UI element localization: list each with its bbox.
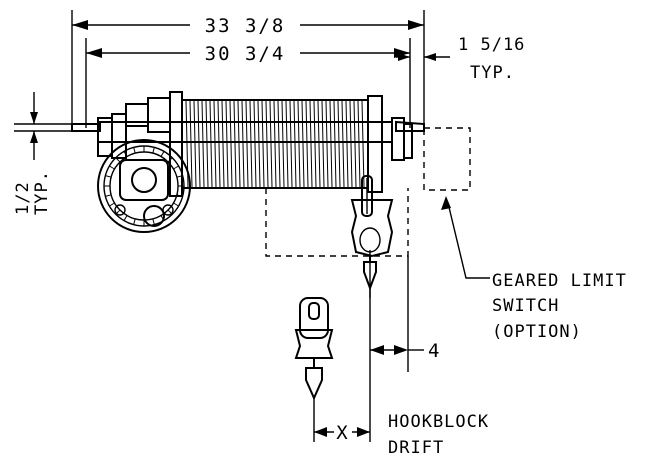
motor-fin-line <box>152 147 155 154</box>
drum-groove-line <box>189 100 193 188</box>
drum-groove-line <box>265 100 269 188</box>
drum-grooves <box>185 100 365 188</box>
drum-groove-line <box>241 100 245 188</box>
motor-fin-line <box>173 202 179 207</box>
drum-groove-line <box>285 100 289 188</box>
drum-groove-line <box>325 100 329 188</box>
drum-groove-line <box>337 100 341 188</box>
motor-cooling-fins <box>104 146 184 226</box>
drum-groove-line <box>229 100 233 188</box>
drum-groove-line <box>353 100 357 188</box>
limit-switch-line2: SWITCH <box>492 296 559 316</box>
drum-groove-line <box>237 100 241 188</box>
motor-fin-line <box>123 151 128 157</box>
drift-label: X <box>336 422 349 444</box>
drum-groove-line <box>341 100 345 188</box>
drum-groove-line <box>289 100 293 188</box>
drum-groove-line <box>201 100 205 188</box>
drum-groove-line <box>217 100 221 188</box>
drum-groove-line <box>281 100 285 188</box>
hookblock-upper <box>350 175 394 442</box>
motor-fin-line <box>115 157 121 163</box>
right-drum-flange <box>367 95 383 193</box>
motor-fin-line <box>115 209 121 215</box>
drum-groove-line <box>197 100 201 188</box>
drum-groove-line <box>345 100 349 188</box>
drum-groove-line <box>233 100 237 188</box>
overall-width-dimension: 33 3/8 <box>72 15 424 37</box>
drum-groove-line <box>357 100 361 188</box>
vertical-offset-label: 1/2 <box>13 181 33 215</box>
drift-dimension: X <box>314 422 370 444</box>
drum-groove-line <box>301 100 305 188</box>
motor-fin-line <box>152 218 155 225</box>
limit-switch-line3: (OPTION) <box>492 322 582 342</box>
drum-groove-line <box>213 100 217 188</box>
limit-switch-line1: GEARED LIMIT <box>492 271 627 291</box>
drum-groove-line <box>329 100 333 188</box>
vertical-offset-note: TYP. <box>32 170 52 215</box>
drum-width-label: 30 3/4 <box>205 43 286 65</box>
motor-fin-line <box>160 215 165 221</box>
drum-groove-line <box>269 100 273 188</box>
drum-groove-line <box>221 100 225 188</box>
limit-switch-callout: GEARED LIMIT SWITCH (OPTION) <box>492 271 627 342</box>
motor-fin-line <box>176 194 183 197</box>
drum-groove-line <box>361 100 365 188</box>
hookblock-drifted <box>294 297 334 442</box>
drum-groove-line <box>273 100 277 188</box>
drum-groove-line <box>313 100 317 188</box>
drum-groove-line <box>257 100 261 188</box>
hookblock-line1: HOOKBLOCK <box>388 412 489 432</box>
drum-groove-line <box>225 100 229 188</box>
overall-width-label: 33 3/8 <box>205 15 286 37</box>
hook-offset-dimension: 4 <box>370 256 441 372</box>
drum-groove-line <box>209 100 213 188</box>
drum-groove-line <box>249 100 253 188</box>
drum <box>181 99 369 189</box>
motor-fin-line <box>133 218 136 225</box>
drum-groove-line <box>193 100 197 188</box>
drum-groove-line <box>317 100 321 188</box>
drum-groove-line <box>349 100 353 188</box>
motor-fin-line <box>109 165 115 170</box>
hookblock-drift-callout: HOOKBLOCK DRIFT <box>388 412 489 458</box>
hidden-frame-outline <box>265 188 409 257</box>
motor-fin-line <box>123 215 128 221</box>
geared-limit-switch-box <box>423 127 490 279</box>
drum-groove-line <box>297 100 301 188</box>
drum-groove-line <box>253 100 257 188</box>
left-drum-flange <box>125 91 183 197</box>
motor-fin-line <box>173 165 179 170</box>
drum-groove-line <box>309 100 313 188</box>
drum-width-dimension: 30 3/4 <box>86 43 410 65</box>
drum-groove-line <box>333 100 337 188</box>
motor-fin-line <box>105 175 112 178</box>
motor-fin-line <box>133 147 136 154</box>
end-offset-dimension: 1 5/16 TYP. <box>396 35 525 83</box>
motor-fin-line <box>167 209 173 215</box>
vertical-offset-dimension: 1/2 TYP. <box>13 92 100 215</box>
motor-fin-line <box>167 157 173 163</box>
drum-groove-line <box>245 100 249 188</box>
end-offset-label: 1 5/16 <box>458 35 525 55</box>
motor-fin-line <box>176 175 183 178</box>
motor-fin-line <box>160 151 165 157</box>
base-rail <box>71 120 425 143</box>
right-end-plate <box>391 117 413 161</box>
motor-fin-line <box>105 194 112 197</box>
drum-groove-line <box>305 100 309 188</box>
hook-offset-label: 4 <box>428 340 441 362</box>
drum-groove-line <box>261 100 265 188</box>
motor-fin-line <box>109 202 115 207</box>
drum-groove-line <box>205 100 209 188</box>
left-end-plate <box>97 113 127 159</box>
motor <box>97 139 191 233</box>
hookblock-line2: DRIFT <box>388 438 444 458</box>
drum-groove-line <box>293 100 297 188</box>
end-offset-note: TYP. <box>470 63 515 83</box>
drum-groove-line <box>321 100 325 188</box>
drum-groove-line <box>277 100 281 188</box>
